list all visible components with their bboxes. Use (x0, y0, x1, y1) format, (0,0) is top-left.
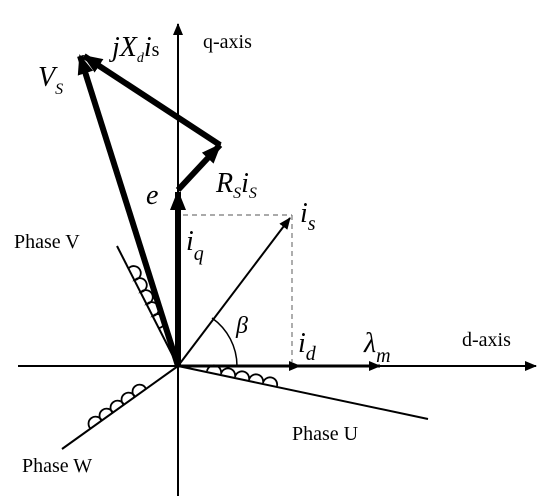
rsis-label: RSiS (215, 168, 257, 202)
phase-u-axis (177, 365, 429, 420)
phase-w-label: Phase W (22, 455, 92, 477)
beta-label: β (235, 313, 248, 339)
jxdis-label: jXdis (109, 32, 160, 66)
lambda-m-label: λm (363, 328, 391, 367)
jxdis-vector (82, 53, 222, 148)
iq-label: iq (186, 226, 204, 265)
phase-u-winding (206, 364, 279, 387)
vs-label: VS (38, 62, 63, 98)
d-axis-label: d-axis (462, 329, 511, 351)
e-label: e (146, 180, 158, 211)
phase-u-label: Phase U (292, 423, 359, 445)
phase-w-winding (87, 383, 147, 430)
beta-arc (211, 317, 238, 367)
is-vector (177, 217, 291, 367)
phase-v-label: Phase V (14, 231, 80, 253)
id-label: id (298, 328, 317, 365)
phase-v-axis (116, 245, 179, 367)
vs-vector (77, 54, 181, 367)
phase-w-axis (61, 365, 179, 450)
rsis-vector (175, 142, 223, 193)
is-label: is (300, 198, 316, 235)
phase-v-winding (128, 265, 166, 329)
q-axis-label: q-axis (203, 31, 252, 53)
